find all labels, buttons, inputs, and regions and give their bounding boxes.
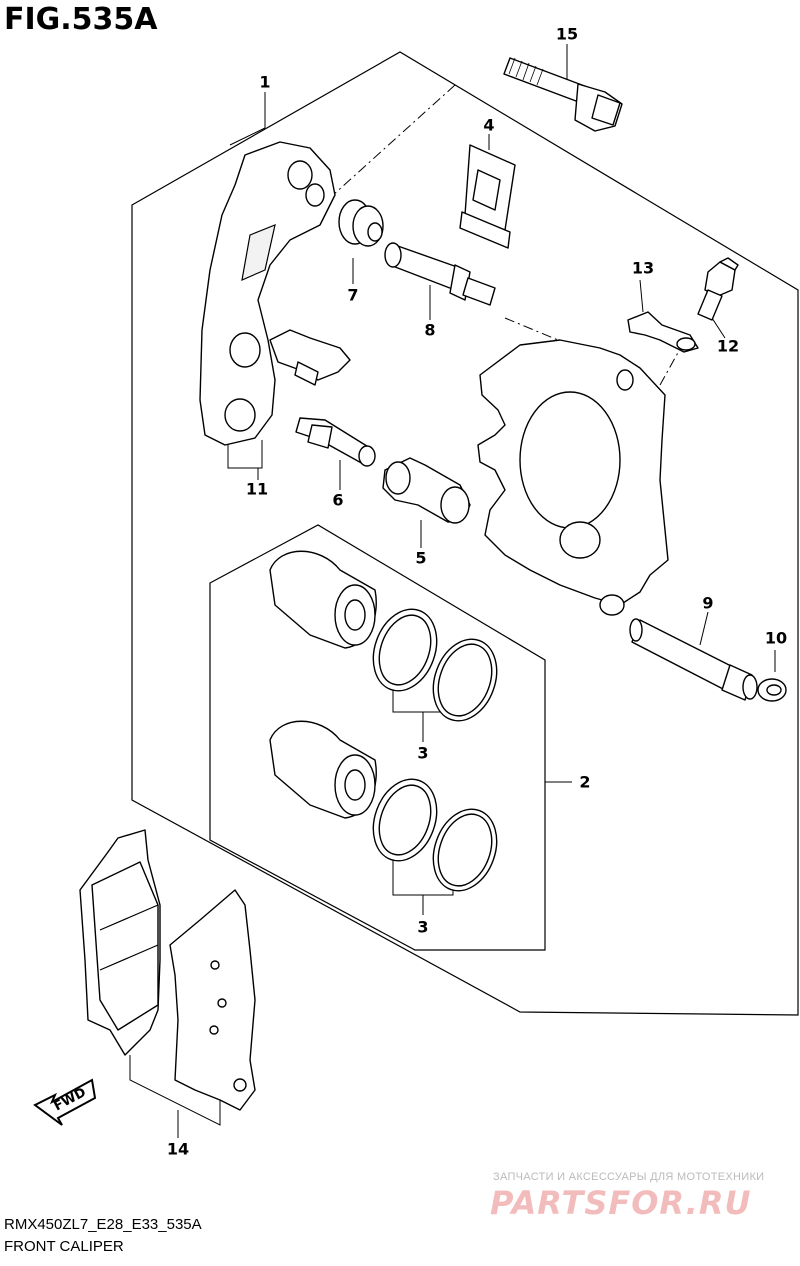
slide-pin-9 [629,618,758,701]
part-label-4[interactable]: 4 [483,115,495,135]
part-label-9[interactable]: 9 [702,593,714,613]
brake-pad-right [169,889,256,1111]
pin-6 [295,417,376,467]
boot-7 [338,199,384,247]
boot-5 [382,457,471,524]
bolt-15 [503,57,623,132]
caliper-body [477,339,669,616]
part-label-2[interactable]: 2 [579,772,591,792]
cap-10 [757,678,787,702]
part-label-6[interactable]: 6 [332,490,344,510]
piston-lower [269,720,377,819]
bleeder-cap-13 [627,311,699,353]
fig-title: FIG.535A [4,2,158,37]
part-label-3a[interactable]: 3 [417,743,429,763]
part-label-1[interactable]: 1 [259,72,271,92]
fwd-arrow-icon: FWD [33,1078,97,1126]
leader-lines [129,44,776,1138]
part-label-14[interactable]: 14 [166,1139,190,1159]
caliper-bracket-1 [199,141,336,446]
pad-spring-4 [459,144,516,249]
part-label-10[interactable]: 10 [764,628,788,648]
piston-group-outline [209,524,546,951]
part-label-15[interactable]: 15 [555,24,579,44]
figure-name: FRONT CALIPER [4,1238,124,1255]
seal-set-upper [372,608,498,722]
part-label-7[interactable]: 7 [347,285,359,305]
part-label-5[interactable]: 5 [415,548,427,568]
watermark-logo: PARTSFOR.RU [490,1184,752,1222]
brake-pad-left [79,829,161,1056]
slide-pin-8 [384,242,496,306]
assembly-outline [131,51,799,1016]
part-label-11[interactable]: 11 [245,479,269,499]
part-label-8[interactable]: 8 [424,320,436,340]
figure-code: RMX450ZL7_E28_E33_535A [4,1216,202,1233]
watermark-tagline: ЗАПЧАСТИ И АКСЕССУАРЫ ДЛЯ МОТОТЕХНИКИ [493,1171,765,1183]
seal-set-lower [372,778,498,892]
bleeder-valve-12 [697,257,739,321]
part-label-12[interactable]: 12 [716,336,740,356]
part-label-13[interactable]: 13 [631,258,655,278]
piston-upper [269,550,377,649]
pad-retainer-11 [269,329,351,386]
part-label-3b[interactable]: 3 [417,917,429,937]
